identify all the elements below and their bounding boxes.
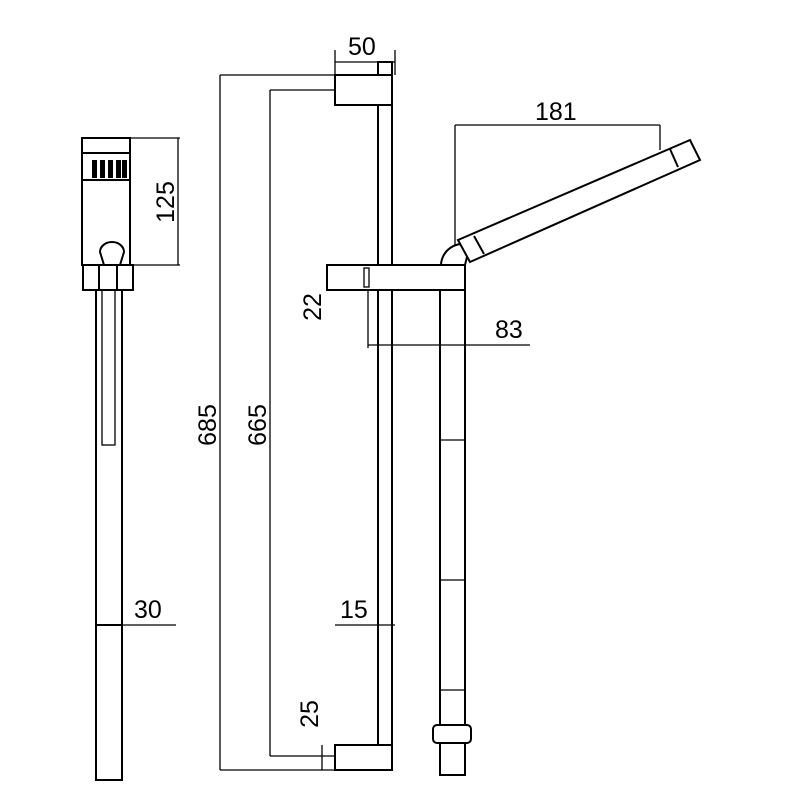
dim-label-15: 15 <box>340 596 368 624</box>
handset <box>456 138 702 264</box>
top-bracket <box>334 74 393 106</box>
hose <box>439 289 466 776</box>
dim-label-83: 83 <box>495 316 523 344</box>
rail <box>377 61 393 771</box>
dim-label-685: 685 <box>194 404 222 446</box>
dim-label-22: 22 <box>299 293 327 321</box>
hose-clip <box>432 724 472 744</box>
slider-side <box>82 264 134 291</box>
spray-nozzles <box>92 160 127 178</box>
dim-label-181: 181 <box>535 98 577 126</box>
rail-side <box>95 289 123 781</box>
bottom-bracket <box>334 744 393 771</box>
dim-label-25: 25 <box>296 700 324 728</box>
dim-label-665: 665 <box>244 404 272 446</box>
side-view: 125 30 <box>81 137 180 781</box>
slider <box>326 264 466 291</box>
rail-front-view: 685 665 50 15 25 <box>194 33 396 771</box>
dim-label-125: 125 <box>152 181 180 223</box>
dim-label-30: 30 <box>134 596 162 624</box>
dim-label-50: 50 <box>348 33 376 61</box>
handset-side-view: 181 22 83 <box>299 98 702 776</box>
